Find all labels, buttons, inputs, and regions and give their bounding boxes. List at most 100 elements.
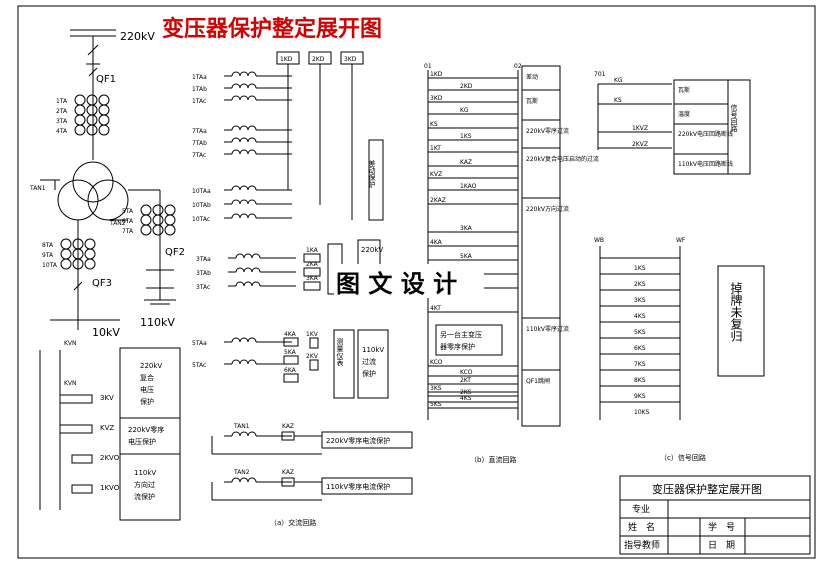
relay-kvz-label: KVZ <box>100 424 114 432</box>
dc-box-label: 220kV复合电压启动的过流 <box>526 155 599 163</box>
dc-label: 1KAO <box>460 183 477 190</box>
relay-label: 4KA <box>284 331 297 338</box>
dc-box <box>521 369 561 427</box>
ta-label: 9TA <box>42 252 54 259</box>
kvn-label: KVN <box>64 340 77 347</box>
relay-5KA <box>283 355 299 365</box>
signal-label: 2KVZ <box>632 141 648 148</box>
signal-box <box>673 123 729 155</box>
ta3-label: 3TAa <box>196 256 211 263</box>
dc-node-02: 02 <box>514 63 522 70</box>
dc-label: 1KS <box>460 133 472 140</box>
tan-coil-2 <box>224 477 292 483</box>
qf2-label: QF2 <box>165 247 185 258</box>
ta1-2 <box>224 83 292 89</box>
drawing-frame <box>17 5 816 559</box>
tan-coil-1 <box>224 431 292 437</box>
dc-label: 2KS <box>460 389 472 396</box>
box-110kv-zero-current-label: 110kV零序电流保护 <box>326 482 390 491</box>
ks-label: 1KS <box>634 265 646 272</box>
signal-box-label: 瓦斯 <box>678 86 690 94</box>
svg-text:另一台主变压器零序保护: 另一台主变压器零序保护 <box>440 330 482 351</box>
ta1-3 <box>224 95 292 101</box>
kd-2-label: 2KD <box>312 56 325 63</box>
ta-label: 5TA <box>122 208 134 215</box>
dc-label: 2KT <box>460 377 471 384</box>
relay-3KA <box>303 281 321 291</box>
relay-1kvo <box>71 484 93 494</box>
ta3-label: 3TAc <box>196 284 210 291</box>
ks-label: 7KS <box>634 361 646 368</box>
relay-4KA <box>283 337 299 347</box>
meter-box <box>333 329 355 399</box>
dc-label: KCO <box>460 369 473 376</box>
relay-1KV <box>309 337 319 349</box>
relay-label: KAZ <box>282 469 294 476</box>
dc-caption: （b）直流回路 <box>470 455 516 464</box>
ta1-label: 1TAa <box>192 74 207 81</box>
dc-box <box>521 89 561 121</box>
dc-label: KVZ <box>430 171 442 178</box>
bus-10-label: 10kV <box>92 326 120 339</box>
relay-kvz <box>59 424 93 434</box>
relay-1KA <box>303 253 321 263</box>
diff-protection-label: 差动保护 <box>368 159 376 189</box>
bus-220-label: 220kV <box>120 30 155 43</box>
ta5-label: 5TAa <box>192 340 207 347</box>
dc-box-label: QF1跳闸 <box>526 377 550 385</box>
signal-label: KS <box>614 97 622 104</box>
ta-label: 1TA <box>56 98 68 105</box>
relay-1kvo-label: 1KVO <box>100 484 120 492</box>
ta-label: 7TA <box>122 228 134 235</box>
ks-label: 8KS <box>634 377 646 384</box>
box-110kv-dir-overcurrent <box>119 453 181 521</box>
signal-box-label: 220kV电压回路断线 <box>678 130 733 138</box>
transformer-winding-2 <box>57 179 99 221</box>
relay-label: 3KA <box>306 275 319 282</box>
ta5-label: 5TAc <box>192 362 206 369</box>
watermark: 图 文 设 计 <box>336 269 457 298</box>
box-110kv-zero-current <box>321 477 413 495</box>
ta1-label: 1TAc <box>192 98 206 105</box>
ta10-label: 10TAa <box>192 188 211 195</box>
tan-label: TAN2 <box>233 469 250 476</box>
dc-box <box>521 197 561 319</box>
ta1-1 <box>224 71 292 77</box>
bus-110-label: 110kV <box>140 316 175 329</box>
dc-label: 3KA <box>460 225 473 232</box>
ks-label: 10KS <box>634 409 650 416</box>
dc-label: 4KA <box>430 239 443 246</box>
ks-label: 5KS <box>634 329 646 336</box>
signal-wf: WF <box>676 237 686 244</box>
kd-3-label: 3KD <box>344 56 357 63</box>
dc-box-label: 220kV零序过流 <box>526 127 569 135</box>
dc-label: 2KD <box>460 83 473 90</box>
kd-1-label: 1KD <box>280 56 293 63</box>
ta-label: 10TA <box>42 262 58 269</box>
ta-label: 6TA <box>122 218 134 225</box>
ta7-1 <box>224 125 292 131</box>
drop-unreset-box <box>717 265 765 377</box>
box-220kv-ac-label: 220kV <box>361 246 383 254</box>
ta5-2 <box>224 359 292 365</box>
dc-label: KS <box>430 121 438 128</box>
ta-label: 8TA <box>42 242 54 249</box>
titleblock-major: 专业 <box>632 503 650 515</box>
box-220kv-zero-current-label: 220kV零序电流保护 <box>326 436 390 445</box>
ta7-2 <box>224 137 292 143</box>
dc-rungs: 1KD2KD3KDKGKS1KS1KTKAZKVZ1KAO2KAZ3KA4KA5… <box>428 71 518 409</box>
signal-caption: （c）信号回路 <box>660 453 706 462</box>
dc-label: 1KT <box>430 145 441 152</box>
drawing-title: 变压器保护整定展开图 <box>162 16 382 42</box>
ta-label: 4TA <box>56 128 68 135</box>
titleblock-name-label: 姓 名 <box>628 521 655 533</box>
relay-6KA <box>283 373 299 383</box>
relay-label: 1KA <box>306 247 319 254</box>
dc-label: KG <box>460 107 469 114</box>
